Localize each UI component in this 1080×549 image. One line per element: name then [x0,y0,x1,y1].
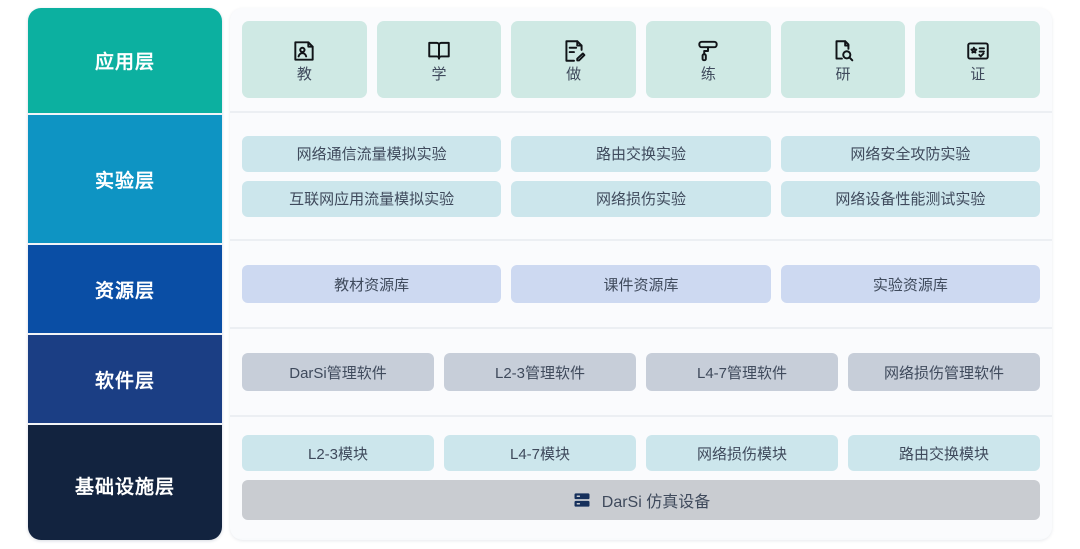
experiment-layer-panel: 网络通信流量模拟实验 路由交换实验 网络安全攻防实验 互联网应用流量模拟实验 网… [230,113,1052,241]
app-card-label: 研 [835,65,851,83]
paint-roller-icon [695,38,721,64]
layer-label-experiment: 实验层 [28,115,222,245]
layer-label-software: 软件层 [28,335,222,425]
layer-label-text: 资源层 [94,280,155,302]
experiment-card[interactable]: 互联网应用流量模拟实验 [242,180,502,217]
resource-card-row: 教材资源库 课件资源库 实验资源库 [242,265,1040,303]
application-card-row: 教 学 [242,21,1041,98]
resource-card[interactable]: 实验资源库 [780,265,1040,303]
layer-label-text: 应用层 [94,52,155,73]
software-card[interactable]: L2-3管理软件 [444,353,636,391]
teach-person-document-icon [291,38,317,64]
layer-content-column: 教 学 [230,8,1052,540]
app-card-label: 学 [431,65,447,83]
layer-label-text: 软件层 [94,370,155,392]
certificate-icon [965,38,991,64]
infrastructure-card-row: L2-3模块 L4-7模块 网络损伤模块 路由交换模块 [242,435,1040,471]
darsi-device-label: DarSi 仿真设备 [601,494,711,511]
darsi-device-bar[interactable]: DarSi 仿真设备 [242,480,1040,520]
software-card-row: DarSi管理软件 L2-3管理软件 L4-7管理软件 网络损伤管理软件 [242,353,1040,391]
infrastructure-module-card[interactable]: 路由交换模块 [848,435,1040,471]
experiment-card[interactable]: 网络设备性能测试实验 [780,180,1040,217]
layer-label-column: 应用层 实验层 资源层 软件层 基础设施层 [28,8,222,540]
software-layer-panel: DarSi管理软件 L2-3管理软件 L4-7管理软件 网络损伤管理软件 [230,329,1052,417]
open-book-icon [426,38,452,64]
app-card-learn[interactable]: 学 [376,21,502,98]
experiment-card[interactable]: 网络损伤实验 [511,180,771,217]
app-card-label: 做 [566,65,582,83]
resource-layer-panel: 教材资源库 课件资源库 实验资源库 [230,241,1052,329]
app-card-certify[interactable]: 证 [915,21,1041,98]
app-card-label: 证 [970,65,986,83]
infrastructure-layer-panel: L2-3模块 L4-7模块 网络损伤模块 路由交换模块 DarSi 仿真设备 [230,417,1052,538]
layer-label-resource: 资源层 [28,245,222,335]
resource-card[interactable]: 课件资源库 [511,265,771,303]
app-card-label: 练 [700,65,716,83]
layer-label-application: 应用层 [28,8,222,115]
infrastructure-module-card[interactable]: L4-7模块 [444,435,636,471]
experiment-card[interactable]: 路由交换实验 [511,135,771,172]
server-rack-icon [572,490,592,510]
app-card-label: 教 [296,65,312,83]
software-card[interactable]: DarSi管理软件 [242,353,434,391]
document-edit-icon [561,38,587,64]
experiment-card-row-1: 网络通信流量模拟实验 路由交换实验 网络安全攻防实验 [242,135,1040,172]
app-card-do[interactable]: 做 [511,21,637,98]
experiment-card-row-2: 互联网应用流量模拟实验 网络损伤实验 网络设备性能测试实验 [242,180,1040,217]
software-card[interactable]: L4-7管理软件 [646,353,838,391]
layer-label-text: 实验层 [94,170,155,192]
layer-label-infrastructure: 基础设施层 [28,425,222,540]
experiment-card[interactable]: 网络安全攻防实验 [780,135,1040,172]
resource-card[interactable]: 教材资源库 [242,265,502,303]
app-card-practice[interactable]: 练 [646,21,771,98]
app-card-research[interactable]: 研 [780,21,906,98]
software-card[interactable]: 网络损伤管理软件 [848,353,1040,391]
experiment-card[interactable]: 网络通信流量模拟实验 [242,135,502,172]
infrastructure-module-card[interactable]: 网络损伤模块 [646,435,838,471]
application-layer-panel: 教 学 [230,8,1052,113]
document-search-icon [830,38,856,64]
layer-label-text: 基础设施层 [74,477,175,498]
app-card-teach[interactable]: 教 [242,21,367,98]
infrastructure-module-card[interactable]: L2-3模块 [242,435,434,471]
